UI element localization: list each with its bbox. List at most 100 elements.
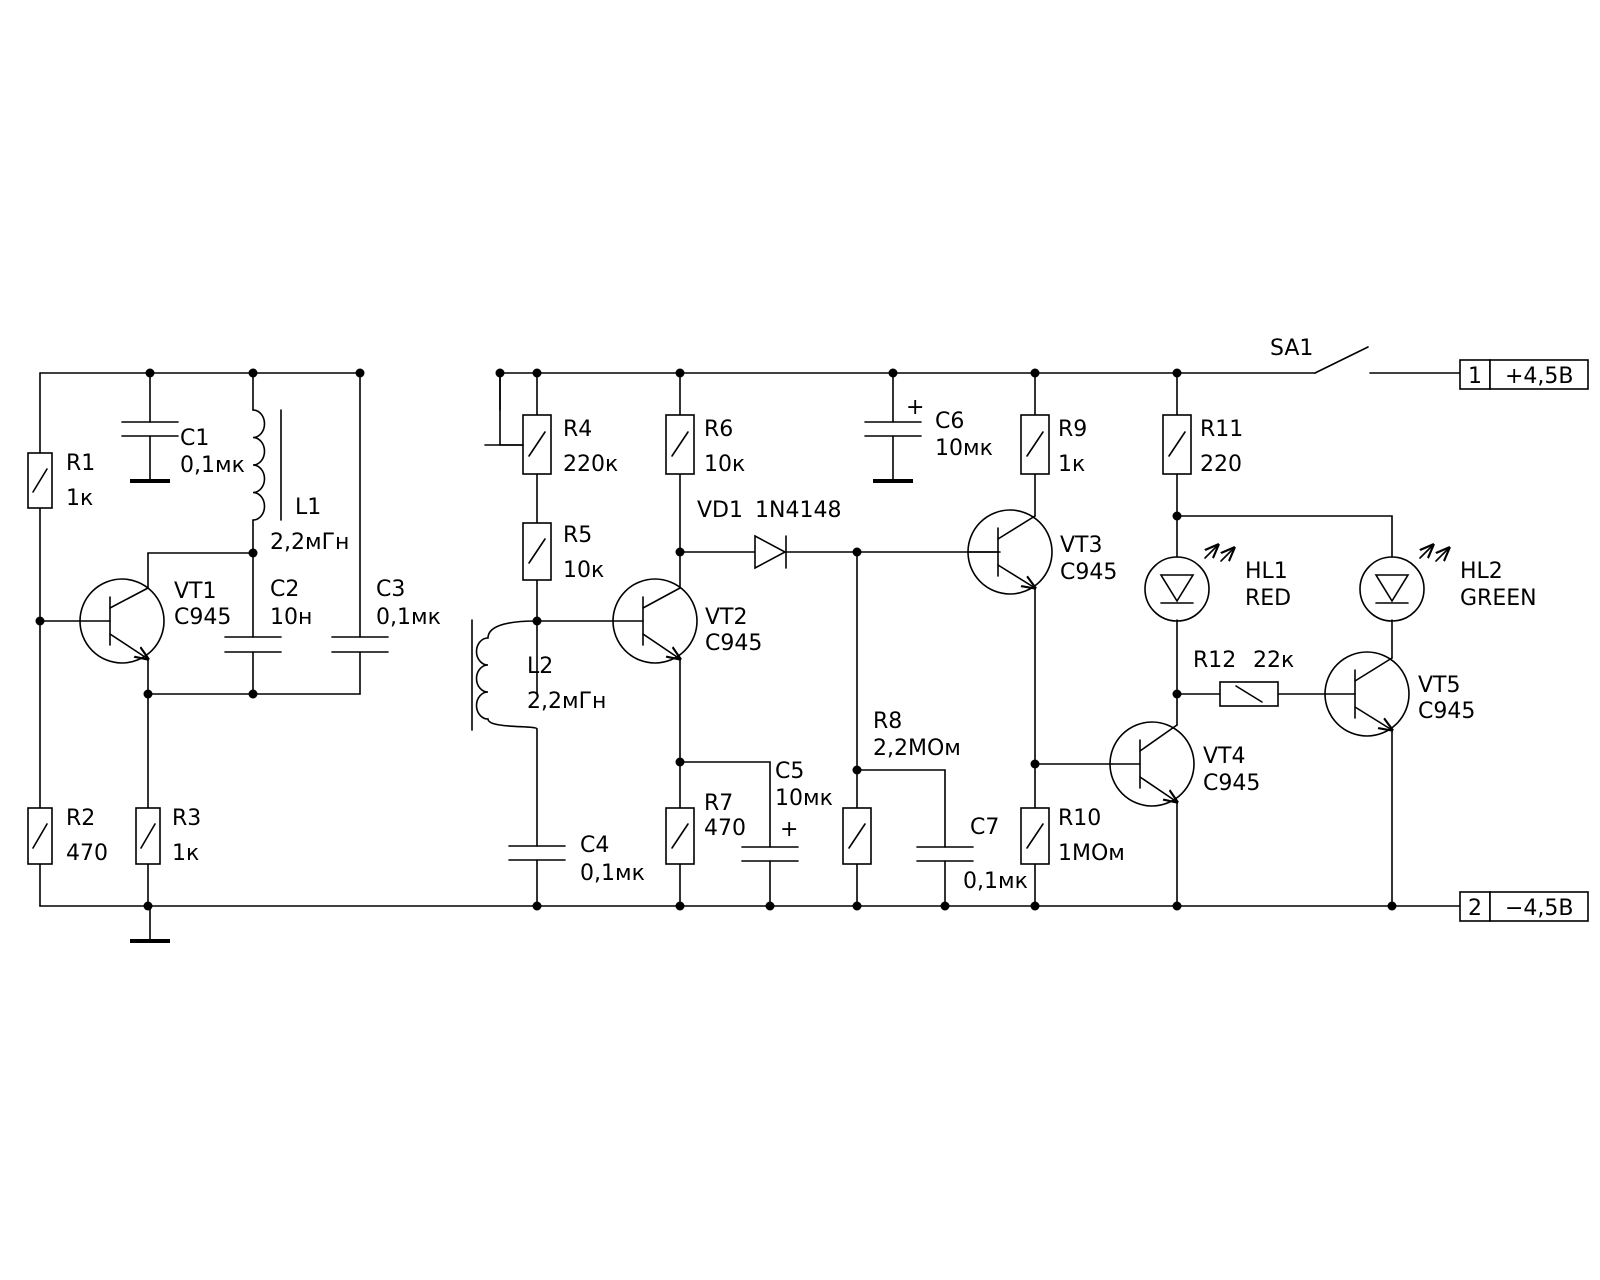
r7-label: R7 — [704, 791, 733, 816]
resistor-r12: R12 22к — [1193, 648, 1294, 707]
r6-label: R6 — [704, 417, 733, 442]
r12-label: R12 — [1193, 648, 1236, 673]
r7-value: 470 — [704, 816, 746, 841]
hl2-label: HL2 — [1460, 559, 1503, 584]
r1-label: R1 — [66, 451, 95, 476]
c1-value: 0,1мк — [180, 453, 245, 478]
l2-label: L2 — [527, 654, 553, 679]
terminal-2-number: 2 — [1468, 896, 1482, 921]
terminal-1-number: 1 — [1468, 364, 1482, 389]
hl2-value: GREEN — [1460, 586, 1537, 611]
vt5-label: VT5 — [1418, 673, 1461, 698]
vd1-value: 1N4148 — [755, 498, 841, 523]
wires — [39, 372, 1461, 941]
vt1-label: VT1 — [174, 579, 217, 604]
ground-symbols — [130, 479, 913, 943]
terminal-2-voltage: −4,5В — [1505, 896, 1574, 921]
c7-label: C7 — [970, 815, 999, 840]
r6-value: 10к — [704, 452, 745, 477]
transistor-vt3: VT3 C945 — [967, 509, 1117, 595]
vt3-value: C945 — [1060, 560, 1117, 585]
r11-value: 220 — [1200, 452, 1242, 477]
resistor-r10: R10 1МОм — [1020, 806, 1125, 866]
sa1-label: SA1 — [1270, 336, 1313, 361]
transistor-vt4: VT4 C945 — [1109, 721, 1260, 807]
vt2-value: C945 — [705, 631, 762, 656]
r4-label: R4 — [563, 417, 592, 442]
r1-value: 1к — [66, 486, 93, 511]
c5-value: 10мк — [775, 786, 833, 811]
resistor-r8: R8 2,2МОм — [842, 709, 961, 865]
r9-value: 1к — [1058, 452, 1085, 477]
capacitor-c2: C2 10н — [224, 577, 312, 653]
c6-value: 10мк — [935, 436, 993, 461]
r4-wiper — [499, 372, 524, 446]
r2-label: R2 — [66, 806, 95, 831]
c4-label: C4 — [580, 833, 609, 858]
r9-label: R9 — [1058, 417, 1087, 442]
c6-plus-sign: + — [906, 395, 924, 420]
r3-label: R3 — [172, 806, 201, 831]
terminal-1: 1 +4,5В — [1459, 359, 1589, 390]
vt5-value: C945 — [1418, 699, 1475, 724]
terminal-2: 2 −4,5В — [1459, 891, 1589, 922]
capacitor-c7: C7 0,1мк — [916, 815, 1028, 894]
vt4-value: C945 — [1203, 771, 1260, 796]
c3-value: 0,1мк — [376, 605, 441, 630]
r3-value: 1к — [172, 841, 199, 866]
c3-label: C3 — [376, 577, 405, 602]
vt4-label: VT4 — [1203, 744, 1246, 769]
transistor-vt2: VT2 C945 — [612, 578, 762, 664]
vt1-value: C945 — [174, 605, 231, 630]
c5-label: C5 — [775, 759, 804, 784]
switch-sa1: SA1 — [1270, 336, 1369, 374]
hl1-label: HL1 — [1245, 559, 1288, 584]
resistor-r11: R11 220 — [1162, 414, 1243, 477]
capacitor-c3: C3 0,1мк — [331, 577, 441, 653]
capacitor-c6: + C6 10мк — [864, 395, 993, 461]
vd1-label: VD1 — [697, 498, 743, 523]
c2-label: C2 — [270, 577, 299, 602]
resistor-r7: R7 470 — [665, 791, 746, 865]
r12-value: 22к — [1253, 648, 1294, 673]
l2-value: 2,2мГн — [527, 689, 606, 714]
resistor-r2: R2 470 — [27, 806, 108, 866]
led-hl2: HL2 GREEN — [1359, 545, 1537, 622]
capacitor-c5: + C5 10мк — [741, 759, 833, 862]
resistor-r5: R5 10к — [522, 522, 604, 583]
resistor-r1: R1 1к — [27, 451, 95, 511]
c6-label: C6 — [935, 409, 964, 434]
resistor-r4: R4 220к — [522, 414, 618, 477]
led-hl1: HL1 RED — [1144, 545, 1291, 622]
r5-value: 10к — [563, 558, 604, 583]
r4-value: 220к — [563, 452, 618, 477]
r5-label: R5 — [563, 523, 592, 548]
c7-value: 0,1мк — [963, 869, 1028, 894]
resistor-r6: R6 10к — [665, 414, 745, 477]
capacitor-c4: C4 0,1мк — [508, 833, 645, 886]
c2-value: 10н — [270, 605, 312, 630]
inductor-l1: L1 2,2мГн — [252, 409, 349, 555]
terminal-1-voltage: +4,5В — [1505, 364, 1574, 389]
r8-label: R8 — [873, 709, 902, 734]
diode-vd1: VD1 1N4148 — [697, 498, 841, 570]
r10-label: R10 — [1058, 806, 1101, 831]
l1-label: L1 — [295, 495, 321, 520]
r11-label: R11 — [1200, 417, 1243, 442]
inductor-l2: L2 2,2мГн — [471, 619, 606, 731]
resistor-r9: R9 1к — [1020, 414, 1087, 477]
capacitor-c1: C1 0,1мк — [121, 421, 245, 478]
c4-value: 0,1мк — [580, 861, 645, 886]
resistor-r3: R3 1к — [135, 806, 201, 866]
r2-value: 470 — [66, 841, 108, 866]
c5-plus-sign: + — [780, 817, 798, 842]
transistor-vt1: VT1 C945 — [79, 578, 231, 664]
r10-value: 1МОм — [1058, 841, 1125, 866]
r8-value: 2,2МОм — [873, 736, 961, 761]
vt3-label: VT3 — [1060, 533, 1103, 558]
hl1-value: RED — [1245, 586, 1291, 611]
c1-label: C1 — [180, 426, 209, 451]
l1-value: 2,2мГн — [270, 530, 349, 555]
vt2-label: VT2 — [705, 605, 748, 630]
